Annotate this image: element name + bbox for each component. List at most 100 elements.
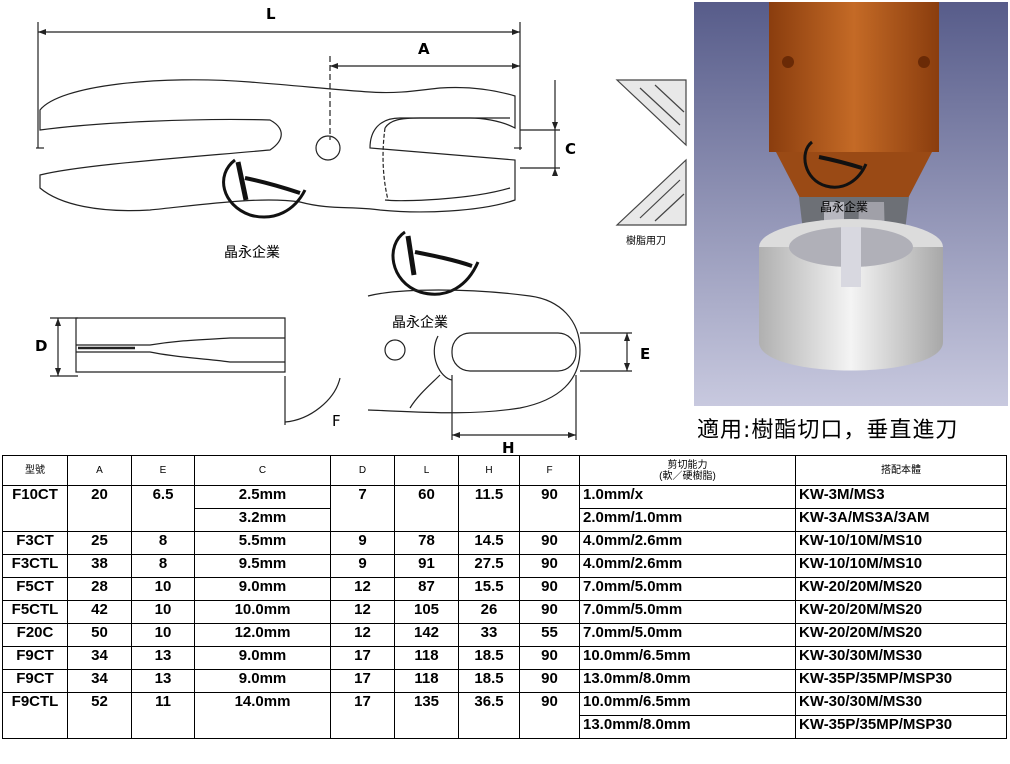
cell-body: KW-20/20M/MS20: [795, 623, 1007, 647]
cell-A: 20: [67, 485, 132, 532]
cell-L: 118: [394, 669, 459, 693]
table-row: F3CT 25 8 5.5mm 9 78 14.5 90 4.0mm/2.6mm…: [2, 531, 1007, 555]
cell-H: 36.5: [458, 692, 520, 739]
resin-blade-label: 樹脂用刀: [626, 236, 666, 247]
header-D: D: [330, 455, 395, 486]
table-row: F5CTL 42 10 10.0mm 12 105 26 90 7.0mm/5.…: [2, 600, 1007, 624]
cell-capacity: 7.0mm/5.0mm: [579, 600, 796, 624]
cell-body: KW-30/30M/MS30: [795, 692, 1007, 716]
cell-F: 90: [519, 646, 580, 670]
cell-H: 15.5: [458, 577, 520, 601]
cell-C: 9.0mm: [194, 577, 331, 601]
cell-model: F9CTL: [2, 692, 68, 739]
header-H: H: [458, 455, 520, 486]
cell-E: 11: [131, 692, 195, 739]
blade-side-view: [36, 79, 522, 213]
application-caption: 適用:樹酯切口，垂直進刀: [697, 418, 959, 443]
cell-F: 90: [519, 485, 580, 532]
brand-logo-1: [222, 158, 307, 219]
header-F: F: [519, 455, 580, 486]
cell-model: F10CT: [2, 485, 68, 532]
cell-body: KW-35P/35MP/MSP30: [795, 715, 1007, 739]
table-row: F10CT 20 6.5 2.5mm 7 60 11.5 90 1.0mm/x …: [2, 485, 1007, 532]
cell-capacity: 13.0mm/8.0mm: [579, 715, 796, 739]
table-row: F9CT 34 13 9.0mm 17 118 18.5 90 13.0mm/8…: [2, 669, 1007, 693]
cell-E: 8: [131, 531, 195, 555]
cell-L: 78: [394, 531, 459, 555]
blade-drawing-svg: [36, 22, 687, 440]
brand-name-1: 晶永企業: [224, 245, 280, 261]
cell-C: 14.0mm: [194, 692, 331, 739]
cell-body: KW-20/20M/MS20: [795, 577, 1007, 601]
cell-L: 87: [394, 577, 459, 601]
blade-detail-view: [367, 289, 632, 440]
header-capacity: 剪切能力 (軟／硬樹脂): [579, 455, 796, 486]
brand-name-2: 晶永企業: [392, 315, 448, 331]
technical-drawing: L A C D E F H 樹脂用刀 晶永企業 晶永企業: [0, 0, 690, 457]
cell-A: 34: [67, 646, 132, 670]
cell-capacity: 7.0mm/5.0mm: [579, 623, 796, 647]
cell-L: 60: [394, 485, 459, 532]
cell-L: 91: [394, 554, 459, 578]
cell-body: KW-20/20M/MS20: [795, 600, 1007, 624]
cell-capacity: 1.0mm/x: [579, 485, 796, 509]
header-C: C: [194, 455, 331, 486]
cell-model: F3CT: [2, 531, 68, 555]
cell-capacity: 7.0mm/5.0mm: [579, 577, 796, 601]
cell-D: 12: [330, 623, 395, 647]
cell-H: 33: [458, 623, 520, 647]
cell-D: 12: [330, 600, 395, 624]
cell-body: KW-3M/MS3: [795, 485, 1007, 509]
header-body: 搭配本體: [795, 455, 1007, 486]
cell-model: F9CT: [2, 646, 68, 670]
cell-model: F3CTL: [2, 554, 68, 578]
table-row: F3CTL 38 8 9.5mm 9 91 27.5 90 4.0mm/2.6m…: [2, 554, 1007, 578]
cell-C: 10.0mm: [194, 600, 331, 624]
cell-C: 5.5mm: [194, 531, 331, 555]
cell-D: 17: [330, 646, 395, 670]
header-A: A: [67, 455, 132, 486]
table-header-row: 型號 A E C D L H F 剪切能力 (軟／硬樹脂) 搭配本體: [2, 455, 1007, 486]
cell-E: 10: [131, 623, 195, 647]
cell-F: 90: [519, 531, 580, 555]
cell-C: 9.0mm: [194, 669, 331, 693]
cell-C: 3.2mm: [194, 508, 331, 532]
cell-D: 12: [330, 577, 395, 601]
cell-capacity: 10.0mm/6.5mm: [579, 692, 796, 716]
cell-A: 25: [67, 531, 132, 555]
cell-C: 9.0mm: [194, 646, 331, 670]
cell-L: 135: [394, 692, 459, 739]
cell-C: 2.5mm: [194, 485, 331, 509]
cell-capacity: 4.0mm/2.6mm: [579, 554, 796, 578]
brand-name-3: 晶永企業: [820, 200, 869, 214]
dim-label-H: H: [502, 439, 515, 457]
cell-H: 14.5: [458, 531, 520, 555]
cell-body: KW-10/10M/MS10: [795, 554, 1007, 578]
cell-A: 38: [67, 554, 132, 578]
cell-model: F20C: [2, 623, 68, 647]
cell-E: 13: [131, 669, 195, 693]
cell-F: 90: [519, 669, 580, 693]
cell-L: 142: [394, 623, 459, 647]
dim-label-E: E: [640, 345, 651, 363]
brand-logo-2: [391, 230, 480, 296]
cell-D: 9: [330, 554, 395, 578]
cell-capacity: 2.0mm/1.0mm: [579, 508, 796, 532]
cell-body: KW-10/10M/MS10: [795, 531, 1007, 555]
dim-label-D: D: [35, 337, 48, 355]
cell-body: KW-35P/35MP/MSP30: [795, 669, 1007, 693]
cell-D: 7: [330, 485, 395, 532]
spec-table: 型號 A E C D L H F 剪切能力 (軟／硬樹脂) 搭配本體 F10CT…: [2, 455, 1007, 739]
cell-D: 17: [330, 692, 395, 739]
table-row: F20C 50 10 12.0mm 12 142 33 55 7.0mm/5.0…: [2, 623, 1007, 647]
cell-F: 55: [519, 623, 580, 647]
cell-model: F5CTL: [2, 600, 68, 624]
cell-D: 9: [330, 531, 395, 555]
header-model: 型號: [2, 455, 68, 486]
cell-capacity: 10.0mm/6.5mm: [579, 646, 796, 670]
cell-E: 8: [131, 554, 195, 578]
dim-label-L: L: [266, 5, 276, 23]
dim-label-A: A: [418, 40, 430, 58]
cell-H: 18.5: [458, 669, 520, 693]
cell-H: 26: [458, 600, 520, 624]
